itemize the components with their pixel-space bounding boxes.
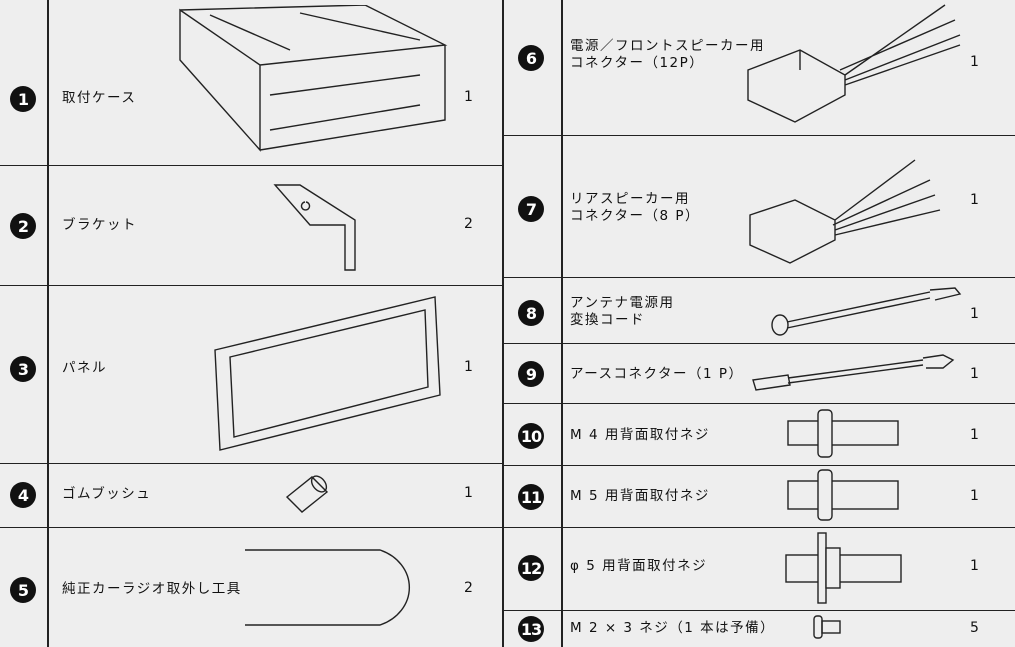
part-name: パネル: [62, 360, 107, 376]
item-number: 2: [10, 213, 36, 239]
screw-icon: [787, 469, 899, 521]
part-name: M 2 × 3 ネジ（1 本は予備）: [570, 620, 776, 636]
part-qty: 5: [970, 620, 979, 636]
part-name: 純正カーラジオ取外し工具: [62, 581, 242, 597]
part-name: ブラケット: [62, 217, 137, 233]
connector-12p-icon: [747, 4, 961, 123]
item-number: 4: [10, 482, 36, 508]
part-qty: 1: [970, 427, 979, 443]
screw-icon: [785, 532, 902, 604]
item-number: 13: [518, 616, 544, 642]
divider: [503, 343, 1015, 344]
divider: [503, 465, 1015, 466]
divider: [47, 0, 49, 647]
part-qty: 1: [970, 192, 979, 208]
part-name: リアスピーカー用 コネクター（8 P）: [570, 191, 700, 224]
divider: [503, 277, 1015, 278]
part-qty: 1: [970, 558, 979, 574]
item-number: 10: [518, 423, 544, 449]
part-qty: 2: [464, 580, 473, 596]
item-number: 5: [10, 577, 36, 603]
part-qty: 1: [464, 485, 473, 501]
bracket-icon: [273, 184, 356, 271]
part-qty: 1: [464, 89, 473, 105]
small-screw-icon: [813, 615, 841, 639]
divider: [0, 165, 503, 166]
part-qty: 1: [970, 488, 979, 504]
part-name: ゴムブッシュ: [62, 486, 152, 502]
removal-tool-icon: [245, 549, 411, 626]
part-name: 電源／フロントスピーカー用 コネクター（12P）: [570, 38, 765, 71]
divider: [503, 527, 1015, 528]
part-name: M 4 用背面取付ネジ: [570, 427, 710, 443]
item-number: 9: [518, 361, 544, 387]
divider: [503, 403, 1015, 404]
divider: [503, 135, 1015, 136]
part-name: φ 5 用背面取付ネジ: [570, 558, 708, 574]
ground-connector-icon: [752, 354, 955, 391]
part-qty: 1: [970, 366, 979, 382]
part-qty: 1: [970, 306, 979, 322]
mounting-case-icon: [179, 5, 448, 152]
part-qty: 2: [464, 216, 473, 232]
screw-icon: [787, 409, 899, 458]
item-number: 6: [518, 45, 544, 71]
connector-8p-icon: [749, 159, 941, 264]
divider: [0, 285, 503, 286]
part-name: 取付ケース: [62, 90, 137, 106]
item-number: 8: [518, 300, 544, 326]
part-qty: 1: [464, 359, 473, 375]
item-number: 3: [10, 356, 36, 382]
part-name: アンテナ電源用 変換コード: [570, 295, 675, 328]
rubber-bush-icon: [285, 475, 329, 513]
divider: [0, 527, 503, 528]
divider: [503, 610, 1015, 611]
item-number: 12: [518, 555, 544, 581]
part-name: M 5 用背面取付ネジ: [570, 488, 710, 504]
antenna-cord-icon: [771, 287, 962, 336]
item-number: 1: [10, 86, 36, 112]
item-number: 11: [518, 484, 544, 510]
panel-icon: [214, 296, 441, 451]
divider: [561, 0, 563, 647]
divider: [0, 463, 503, 464]
part-qty: 1: [970, 54, 979, 70]
part-name: アースコネクター（1 P）: [570, 366, 744, 382]
divider: [502, 0, 504, 647]
item-number: 7: [518, 196, 544, 222]
